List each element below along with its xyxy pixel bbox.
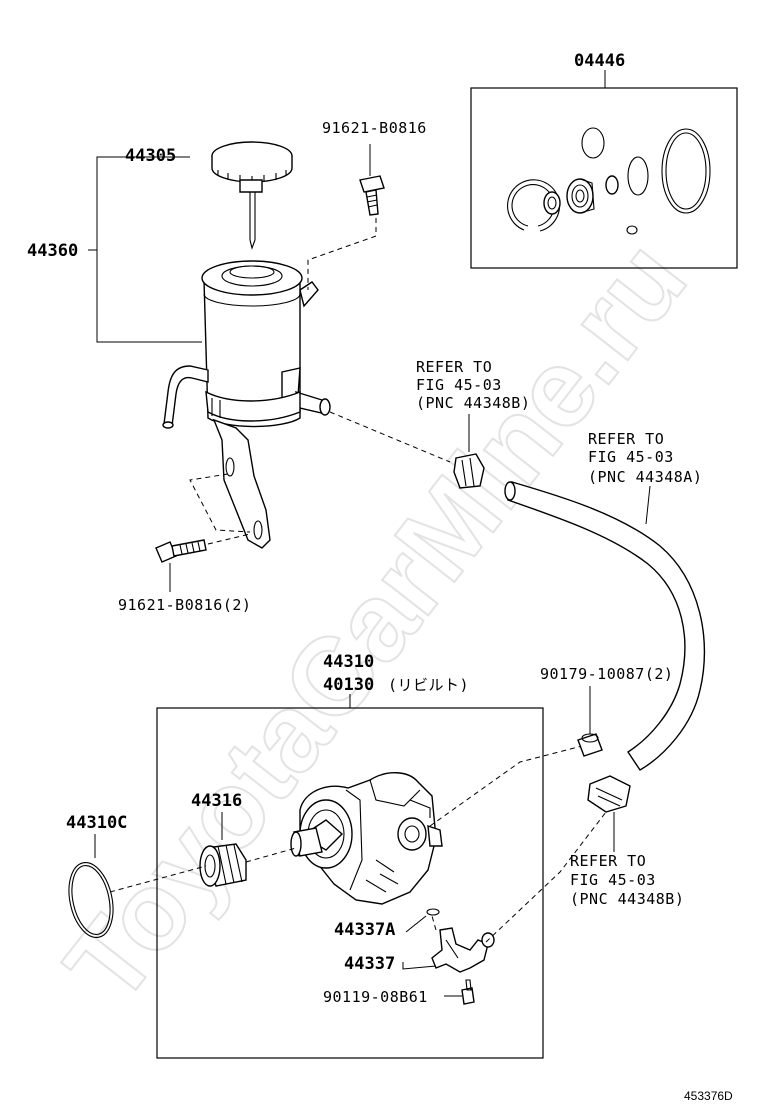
reservoir-cap — [211, 141, 293, 250]
o-ring-pump — [68, 862, 114, 938]
pump-box — [156, 707, 544, 1059]
label-oring: 44310C — [66, 813, 127, 833]
seal-kit-box — [470, 87, 738, 269]
label-union: 44337 — [344, 954, 395, 974]
pump-body — [290, 772, 443, 905]
hose-clamp-top: REFER TO FIG 45-03 (PNC 44348B) — [416, 358, 530, 489]
refer-clamp-bottom-2: FIG 45-03 — [570, 871, 656, 889]
o-ring-tiny — [626, 225, 638, 235]
refer-clamp-top-2: FIG 45-03 — [416, 376, 502, 394]
label-bolt-top: 91621-B0816 — [322, 119, 427, 137]
o-ring-a — [581, 127, 605, 159]
reservoir-tank — [162, 260, 331, 429]
diagram-id: 453376D — [684, 1089, 733, 1103]
label-bolt-bottom: 91621-B0816(2) — [118, 596, 251, 614]
reservoir-group: 44305 44360 — [27, 119, 427, 614]
seal-small — [543, 191, 561, 215]
refer-clamp-top-1: REFER TO — [416, 358, 492, 376]
pump-group: 44310 40130 (リビルト) 44316 — [66, 652, 607, 1059]
union-fitting — [431, 927, 495, 973]
seal-kit-group: 04446 — [470, 51, 738, 269]
label-pump-rebuilt: 40130 — [323, 675, 374, 695]
label-kit: 04446 — [574, 51, 625, 71]
oil-seal — [566, 178, 594, 214]
label-pump-assy: 44310 — [323, 652, 374, 672]
reservoir-bracket — [212, 418, 271, 549]
pulley — [199, 843, 247, 887]
label-union-gasket: 44337A — [334, 920, 395, 940]
o-ring-b — [627, 156, 649, 196]
label-pulley: 44316 — [191, 791, 242, 811]
refer-hose-2: FIG 45-03 — [588, 448, 674, 466]
hose-clamp-bottom: REFER TO FIG 45-03 (PNC 44348B) — [570, 775, 684, 908]
refer-clamp-bottom-1: REFER TO — [570, 852, 646, 870]
snap-ring — [507, 179, 561, 232]
bolt-bottom — [155, 539, 207, 563]
refer-hose-1: REFER TO — [588, 430, 664, 448]
plug-group: 90179-10087(2) — [540, 665, 673, 757]
label-reservoir: 44360 — [27, 241, 78, 261]
refer-clamp-top-3: (PNC 44348B) — [416, 394, 530, 412]
union-bolt — [461, 979, 475, 1005]
union-gasket — [426, 908, 440, 916]
return-hose: REFER TO FIG 45-03 (PNC 44348A) — [504, 430, 706, 771]
label-union-bolt: 90119-08B61 — [323, 988, 428, 1006]
label-pump-rebuilt-note: (リビルト) — [388, 676, 469, 694]
washer — [605, 175, 619, 195]
refer-hose-3: (PNC 44348A) — [588, 468, 702, 486]
plug — [577, 733, 603, 757]
label-plug: 90179-10087(2) — [540, 665, 673, 683]
o-ring-large — [661, 128, 711, 214]
bolt-top — [359, 175, 385, 216]
refer-clamp-bottom-3: (PNC 44348B) — [570, 890, 684, 908]
label-cap: 44305 — [125, 146, 176, 166]
